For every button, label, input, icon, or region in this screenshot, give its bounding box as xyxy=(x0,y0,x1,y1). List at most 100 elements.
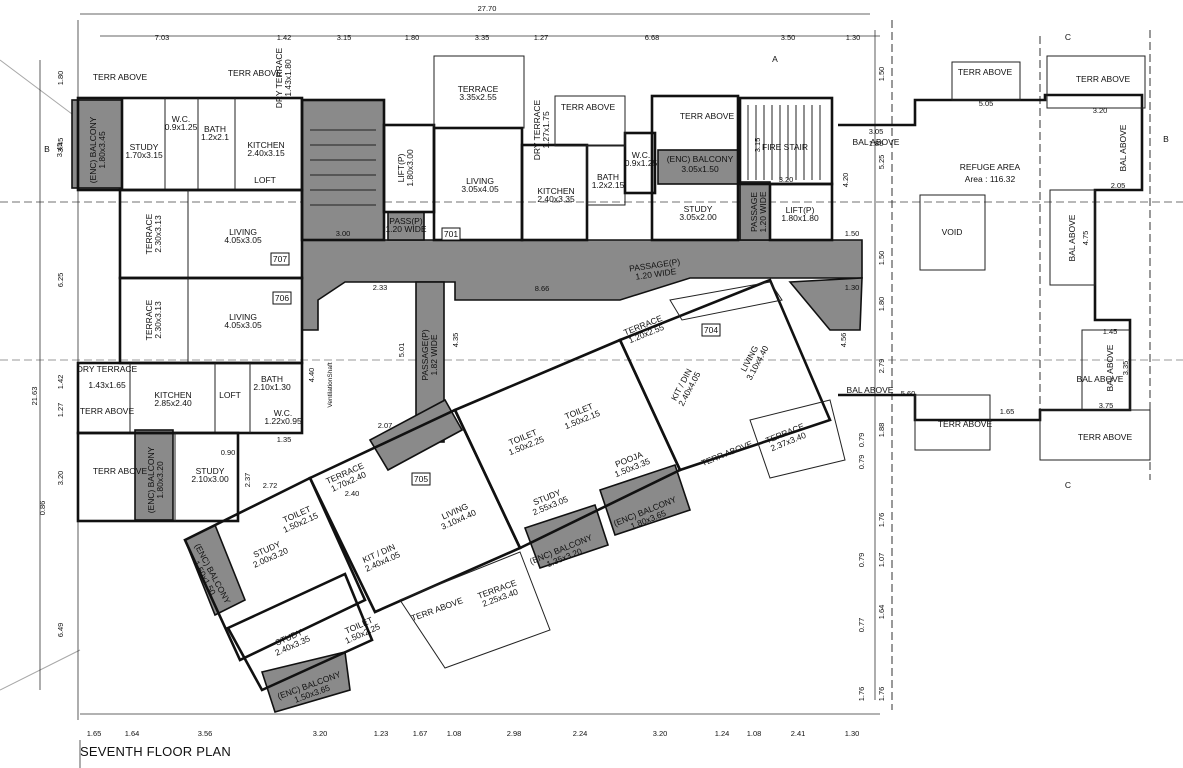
dimension-label: 1.64 xyxy=(125,729,140,738)
room-name: TERR ABOVE xyxy=(93,72,148,82)
dimension-label: 5.05 xyxy=(979,99,994,108)
dimension-label: 0.86 xyxy=(38,501,47,516)
room-size: 1.43x1.65 xyxy=(88,380,126,390)
room-name: FIRE STAIR xyxy=(762,142,808,152)
room-name: TERR ABOVE xyxy=(80,406,135,416)
dimension-label: 0.79 xyxy=(857,553,866,568)
dimension-label: 1.67 xyxy=(413,729,428,738)
room-size: 1.80x1.80 xyxy=(781,213,819,223)
room-name: PASS(P) xyxy=(389,216,423,226)
dimension-label: 3.35 xyxy=(475,33,490,42)
inner-dimensions: 3.00 2.33 5.01 8.66 4.35 1.50 1.30 3.05 … xyxy=(55,99,1130,498)
dimension-label: 1.50 xyxy=(877,251,886,266)
dimension-label: 1.76 xyxy=(857,687,866,702)
dimension-label: 3.35 xyxy=(1121,361,1130,376)
dimension-label: 1.88 xyxy=(877,423,886,438)
dimension-label: 1.76 xyxy=(877,687,886,702)
dimension-label: 2.05 xyxy=(1111,181,1126,190)
dimension-label: 0.90 xyxy=(221,448,236,457)
dimension-label: 4.75 xyxy=(1081,231,1090,246)
room-size: 2.40x3.35 xyxy=(537,194,575,204)
room-name: TERR ABOVE xyxy=(561,102,616,112)
room-size: 2.30x3.13 xyxy=(153,215,163,253)
dimension-label: 3.20 xyxy=(56,471,65,486)
room-name: BAL ABOVE xyxy=(847,385,894,395)
unit-number: 707 xyxy=(273,254,287,264)
unit-number-boxes: 707 706 701 705 704 xyxy=(270,227,721,486)
room-size: 1.80x3.00 xyxy=(405,149,415,187)
dimension-label: 1.80 xyxy=(877,297,886,312)
right-dimensions: 1.50 5.25 4.20 1.50 1.80 4.56 2.79 1.88 … xyxy=(839,67,886,702)
room-size: 2.85x2.40 xyxy=(154,398,192,408)
room-name: BAL ABOVE xyxy=(1067,214,1077,261)
room-name: PASSAGE(P) xyxy=(420,329,430,380)
room-name: TERRACE xyxy=(144,299,154,340)
room-name: (ENC) BALCONY xyxy=(146,446,156,513)
dimension-label: 2.07 xyxy=(378,421,393,430)
room-name: W.C. xyxy=(172,114,190,124)
dimension-label: 1.30 xyxy=(845,729,860,738)
dimension-label: 4.56 xyxy=(839,333,848,348)
dimension-label: 1.50 xyxy=(845,229,860,238)
dimension-label: 1.35 xyxy=(277,435,292,444)
room-size: 2.10x1.30 xyxy=(253,382,291,392)
room-name: BAL ABOVE xyxy=(1077,374,1124,384)
dimension-label: 0.77 xyxy=(857,618,866,633)
unit-number: 704 xyxy=(704,325,718,335)
left-dimensions: 1.80 3.45 6.25 21.63 1.42 1.27 3.20 0.86… xyxy=(30,71,65,638)
dimension-label: 3.20 xyxy=(653,729,668,738)
room-name: W.C. xyxy=(632,150,650,160)
room-size: 2.40x3.15 xyxy=(247,148,285,158)
room-size: 1.80x3.45 xyxy=(97,131,107,169)
room-name: W.C. xyxy=(274,408,292,418)
room-name: BAL ABOVE xyxy=(853,137,900,147)
room-name: TERR ABOVE xyxy=(958,67,1013,77)
dimension-label: 2.37 xyxy=(243,473,252,488)
room-name: TERR ABOVE xyxy=(700,438,754,468)
dimension-label: 5.01 xyxy=(397,343,406,358)
dimension-label: 2.41 xyxy=(791,729,806,738)
dimension-label: 3.05 xyxy=(869,127,884,136)
stair-treads xyxy=(310,105,821,206)
dimension-label: 2.24 xyxy=(573,729,588,738)
overall-dimension: 27.70 xyxy=(478,4,497,13)
room-name: (ENC) BALCONY xyxy=(667,154,734,164)
dimension-label: 1.80 xyxy=(405,33,420,42)
room-size: 3.05x2.00 xyxy=(679,212,717,222)
room-name: LIVING xyxy=(229,227,257,237)
dimension-label: 1.23 xyxy=(374,729,389,738)
section-mark: C xyxy=(1065,480,1071,490)
loft-label: LOFT xyxy=(219,390,241,400)
room-name: TERR ABOVE xyxy=(938,419,993,429)
room-name: BAL ABOVE xyxy=(1105,344,1115,391)
room-size: 1.22x0.95 xyxy=(264,416,302,426)
room-name: LIFT(P) xyxy=(396,153,406,182)
dimension-label: 1.30 xyxy=(845,283,860,292)
dimension-label: 3.75 xyxy=(1099,401,1114,410)
room-name: (ENC) BALCONY xyxy=(88,116,98,183)
room-size: 1.20 WIDE xyxy=(758,191,768,232)
room-name: REFUGE AREA xyxy=(960,162,1021,172)
room-size: 0.9x1.25 xyxy=(625,158,658,168)
room-size: 1.70x3.15 xyxy=(125,150,163,160)
dimension-label: 0.79 xyxy=(857,433,866,448)
dimension-label: 5.25 xyxy=(877,155,886,170)
dimension-label: 1.50 xyxy=(877,67,886,82)
ventilation-shaft-label: VentilationShaft xyxy=(327,362,334,407)
room-name: STUDY xyxy=(196,466,225,476)
room-size: 1.20 WIDE xyxy=(385,224,426,234)
dimension-label: 4.35 xyxy=(451,333,460,348)
dimension-label: 6.25 xyxy=(56,273,65,288)
room-name: TERRACE xyxy=(144,213,154,254)
room-name: TERR ABOVE xyxy=(1076,74,1131,84)
room-name: LOFT xyxy=(254,175,276,185)
dimension-label: 3.15 xyxy=(337,33,352,42)
room-name: BAL ABOVE xyxy=(1118,124,1128,171)
room-size: 4.05x3.05 xyxy=(224,235,262,245)
dimension-label: 2.98 xyxy=(507,729,522,738)
dimension-label: 6.49 xyxy=(56,623,65,638)
dimension-label: 3.15 xyxy=(753,138,762,153)
section-marks: B B C C A xyxy=(44,32,1169,490)
dimension-label: 3.45 xyxy=(55,143,64,158)
dimension-label: 0.79 xyxy=(857,455,866,470)
